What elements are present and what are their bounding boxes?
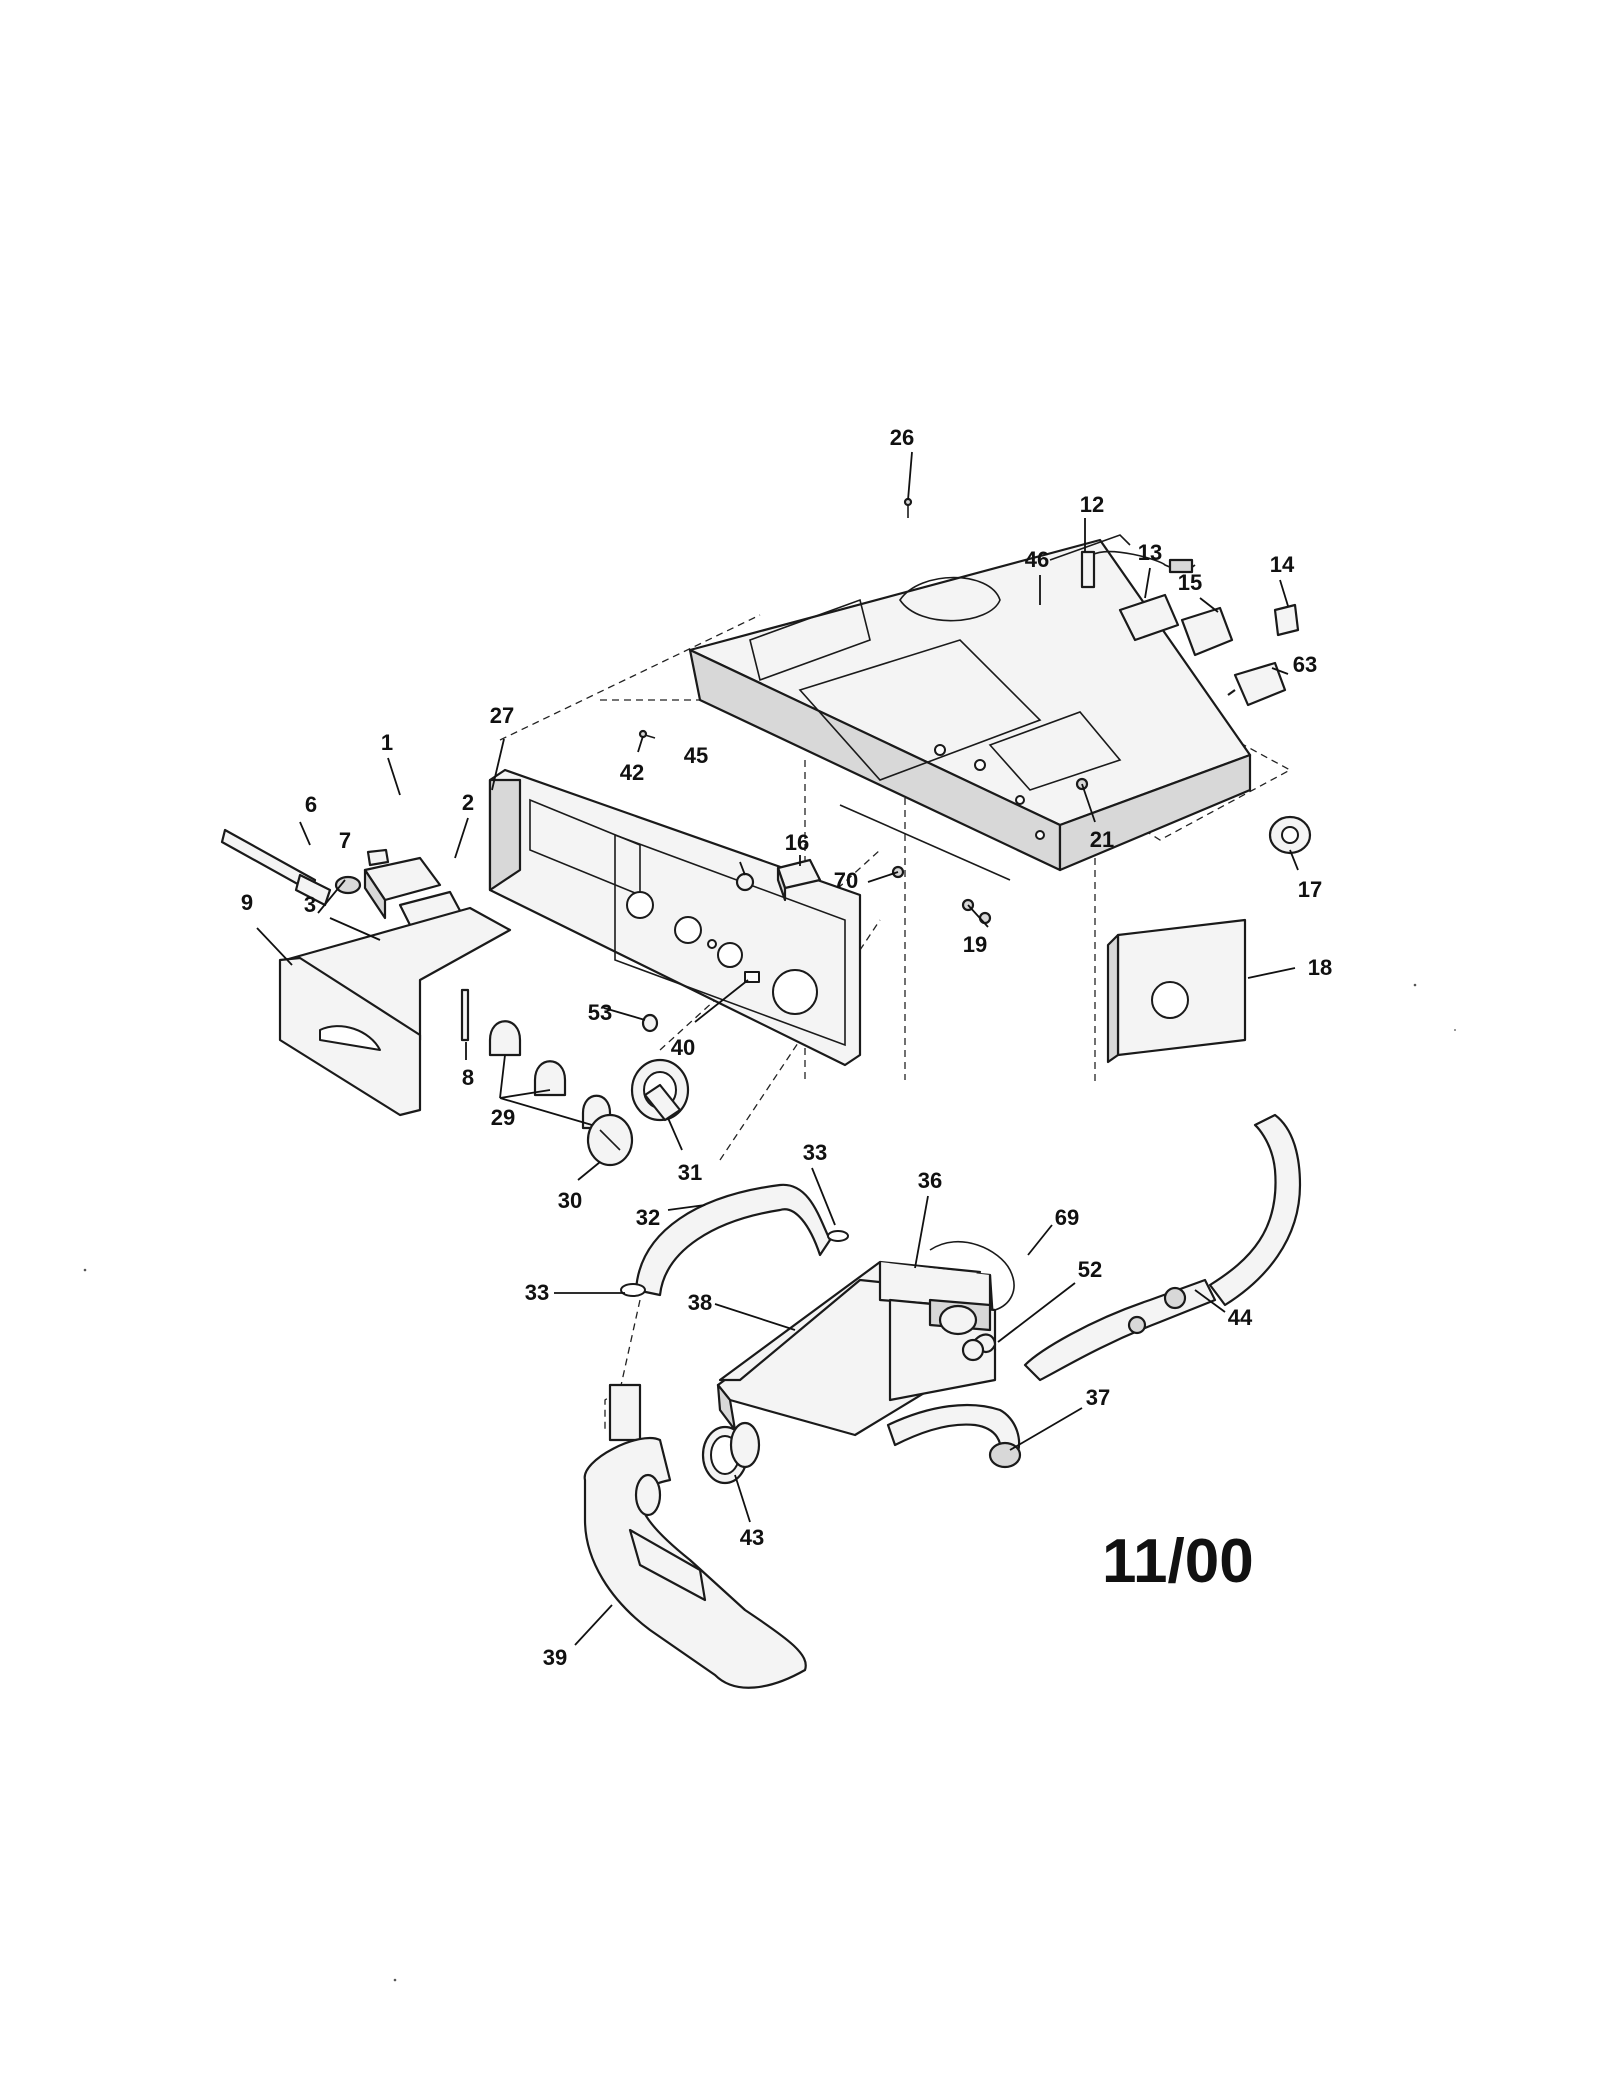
callout-33-bottom: 33	[525, 1280, 549, 1305]
callout-19: 19	[963, 932, 987, 957]
callout-53: 53	[588, 1000, 612, 1025]
callout-69: 69	[1055, 1205, 1079, 1230]
callout-43: 43	[740, 1525, 764, 1550]
callout-1: 1	[381, 730, 393, 755]
callout-63: 63	[1293, 652, 1317, 677]
callout-70: 70	[834, 868, 858, 893]
callout-18: 18	[1308, 955, 1332, 980]
callout-12: 12	[1080, 492, 1104, 517]
callout-32: 32	[636, 1205, 660, 1230]
callout-27: 27	[490, 703, 514, 728]
callout-44: 44	[1228, 1305, 1253, 1330]
dispenser-housing-and-hoses	[583, 1113, 1302, 1689]
callout-7: 7	[339, 828, 351, 853]
scan-specks	[83, 983, 1456, 1982]
callout-46: 46	[1025, 547, 1049, 572]
callout-3: 3	[304, 892, 316, 917]
callout-13: 13	[1138, 540, 1162, 565]
callout-38: 38	[688, 1290, 712, 1315]
callout-16: 16	[785, 830, 809, 855]
callout-14: 14	[1270, 552, 1295, 577]
callout-9: 9	[241, 890, 253, 915]
callout-labels: 26 12 13 15 14 46 63 17 18 21 19 70 16 4…	[241, 425, 1332, 1670]
callout-39: 39	[543, 1645, 567, 1670]
callout-52: 52	[1078, 1257, 1102, 1282]
control-panel-frame	[688, 534, 1252, 881]
date-stamp: 11/00	[1102, 1527, 1254, 1596]
callout-6: 6	[305, 792, 317, 817]
control-knobs	[488, 1013, 690, 1167]
console-panel	[488, 768, 862, 1067]
electrical-components	[776, 550, 1312, 1064]
callout-40: 40	[671, 1035, 695, 1060]
callout-15: 15	[1178, 570, 1202, 595]
callout-33-top: 33	[803, 1140, 827, 1165]
callout-36: 36	[918, 1168, 942, 1193]
callout-45: 45	[684, 743, 708, 768]
callout-2: 2	[462, 790, 474, 815]
callout-37: 37	[1086, 1385, 1110, 1410]
callout-21: 21	[1090, 827, 1114, 852]
callout-42: 42	[620, 760, 644, 785]
callout-29: 29	[491, 1105, 515, 1130]
callout-30: 30	[558, 1188, 582, 1213]
dispenser-drawer-assembly	[220, 828, 512, 1117]
callout-17: 17	[1298, 877, 1322, 902]
callout-31: 31	[678, 1160, 702, 1185]
leader-lines	[256, 451, 1299, 1646]
callout-26: 26	[890, 425, 914, 450]
callout-8: 8	[462, 1065, 474, 1090]
